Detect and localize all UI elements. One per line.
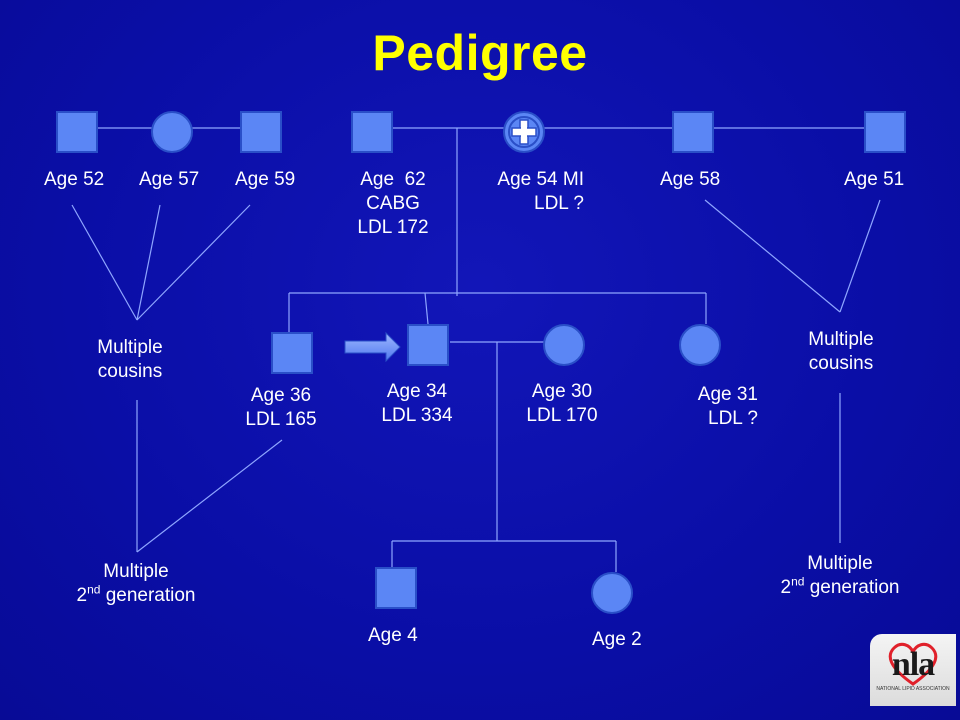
female-symbol-age57 bbox=[151, 111, 193, 153]
label-age62: Age 62 CABG LDL 172 bbox=[357, 169, 429, 238]
nla-logo: nla NATIONAL LIPID ASSOCIATION bbox=[870, 634, 956, 706]
age36-second-gen-line bbox=[136, 439, 283, 553]
label-age58: Age 58 bbox=[660, 169, 721, 190]
cousin-line-c bbox=[136, 204, 251, 321]
label-age30: Age 30 LDL 170 bbox=[526, 381, 598, 426]
heart-icon bbox=[888, 642, 938, 686]
logo-caption: NATIONAL LIPID ASSOCIATION bbox=[876, 686, 950, 692]
male-symbol-age36 bbox=[271, 332, 313, 374]
left-second-generation-label: Multiple 2nd generation bbox=[76, 561, 196, 606]
female-symbol-age2 bbox=[591, 572, 633, 614]
proband-arrow bbox=[344, 331, 401, 363]
cousin-line-a bbox=[71, 204, 138, 321]
male-symbol-age4 bbox=[375, 567, 417, 609]
label-age31: Age 31 LDL ? bbox=[697, 384, 758, 429]
label-age2: Age 2 bbox=[592, 629, 642, 650]
cousin-line-b bbox=[136, 204, 161, 321]
left-cousins-label: Multiple cousins bbox=[97, 337, 163, 382]
label-age4: Age 4 bbox=[368, 625, 418, 646]
male-symbol-age62 bbox=[351, 111, 393, 153]
right-second-generation-label: Multiple 2nd generation bbox=[780, 553, 900, 598]
male-symbol-age51 bbox=[864, 111, 906, 153]
male-symbol-age52 bbox=[56, 111, 98, 153]
female-symbol-age31 bbox=[679, 324, 721, 366]
sib-drop-34 bbox=[424, 292, 429, 325]
label-age51: Age 51 bbox=[844, 169, 905, 190]
right-cousins-label: Multiple cousins bbox=[808, 329, 874, 374]
male-symbol-age58 bbox=[672, 111, 714, 153]
label-age36: Age 36 LDL 165 bbox=[245, 385, 317, 430]
label-age57: Age 57 bbox=[139, 169, 200, 190]
label-age59: Age 59 bbox=[235, 169, 296, 190]
slide-title: Pedigree bbox=[372, 25, 588, 81]
label-age34: Age 34 LDL 334 bbox=[381, 381, 453, 426]
female-symbol-age30 bbox=[543, 324, 585, 366]
cousin-line-d bbox=[704, 199, 841, 313]
logo-mark: nla bbox=[891, 646, 935, 683]
cross-icon bbox=[508, 116, 540, 148]
male-symbol-age59 bbox=[240, 111, 282, 153]
proband-symbol-age34 bbox=[407, 324, 449, 366]
label-age54: Age 54 MI LDL ? bbox=[497, 169, 584, 214]
female-symbol-deceased-age54 bbox=[503, 111, 545, 153]
label-age52: Age 52 bbox=[44, 169, 105, 190]
cousin-line-e bbox=[839, 199, 881, 313]
